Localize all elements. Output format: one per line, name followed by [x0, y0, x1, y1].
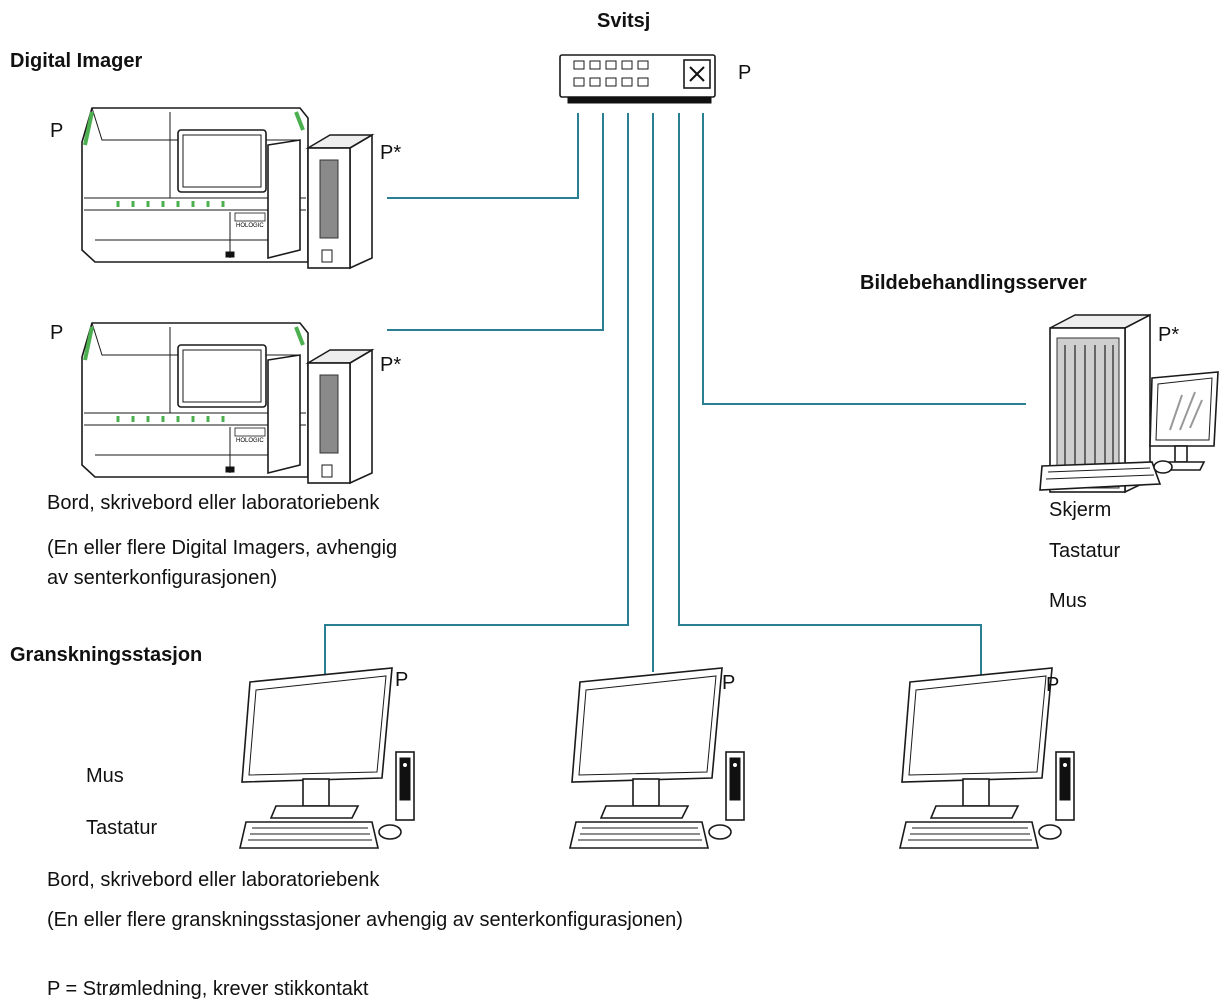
imager-table-label: Bord, skrivebord eller laboratoriebenk [47, 492, 380, 514]
network-switch [559, 54, 716, 104]
station-3-power-label: P [1046, 674, 1060, 696]
switch-power-label: P [738, 62, 752, 84]
imager-note-line-1: (En eller flere Digital Imagers, avhengi… [47, 537, 398, 559]
server-monitor-label: Skjerm [1049, 499, 1112, 521]
power-legend: P = Strømledning, krever stikkontakt [47, 978, 369, 1000]
server-power-label: P* [1158, 324, 1180, 346]
switch-title: Svitsj [597, 10, 651, 32]
network-cables [324, 113, 1026, 676]
station-note: (En eller flere granskningsstasjoner avh… [47, 909, 683, 931]
imager-2-pc-power-label: P* [380, 354, 402, 376]
imager-1-pc-power-label: P* [380, 142, 402, 164]
station-table-label: Bord, skrivebord eller laboratoriebenk [47, 869, 380, 891]
server-mouse-label: Mus [1049, 590, 1087, 612]
imager-note-line-2: av senterkonfigurasjonen) [47, 567, 278, 589]
imager-1-power-label: P [50, 120, 64, 142]
review-station-2 [569, 667, 745, 849]
digital-imager-heading: Digital Imager [10, 50, 143, 72]
station-mouse-label: Mus [86, 765, 124, 787]
station-1-power-label: P [395, 669, 409, 691]
digital-imager-1 [80, 106, 374, 270]
image-processing-server [1039, 313, 1219, 494]
digital-imager-2 [80, 321, 374, 485]
imager-2-power-label: P [50, 322, 64, 344]
server-keyboard-label: Tastatur [1049, 540, 1121, 562]
review-station-heading: Granskningsstasjon [10, 644, 203, 666]
review-station-1 [239, 667, 415, 849]
station-keyboard-label: Tastatur [86, 817, 158, 839]
station-2-power-label: P [722, 672, 736, 694]
server-heading: Bildebehandlingsserver [860, 272, 1087, 294]
brand-logo-1: HOLOGIC [236, 223, 264, 229]
brand-logo-2: HOLOGIC [236, 438, 264, 444]
